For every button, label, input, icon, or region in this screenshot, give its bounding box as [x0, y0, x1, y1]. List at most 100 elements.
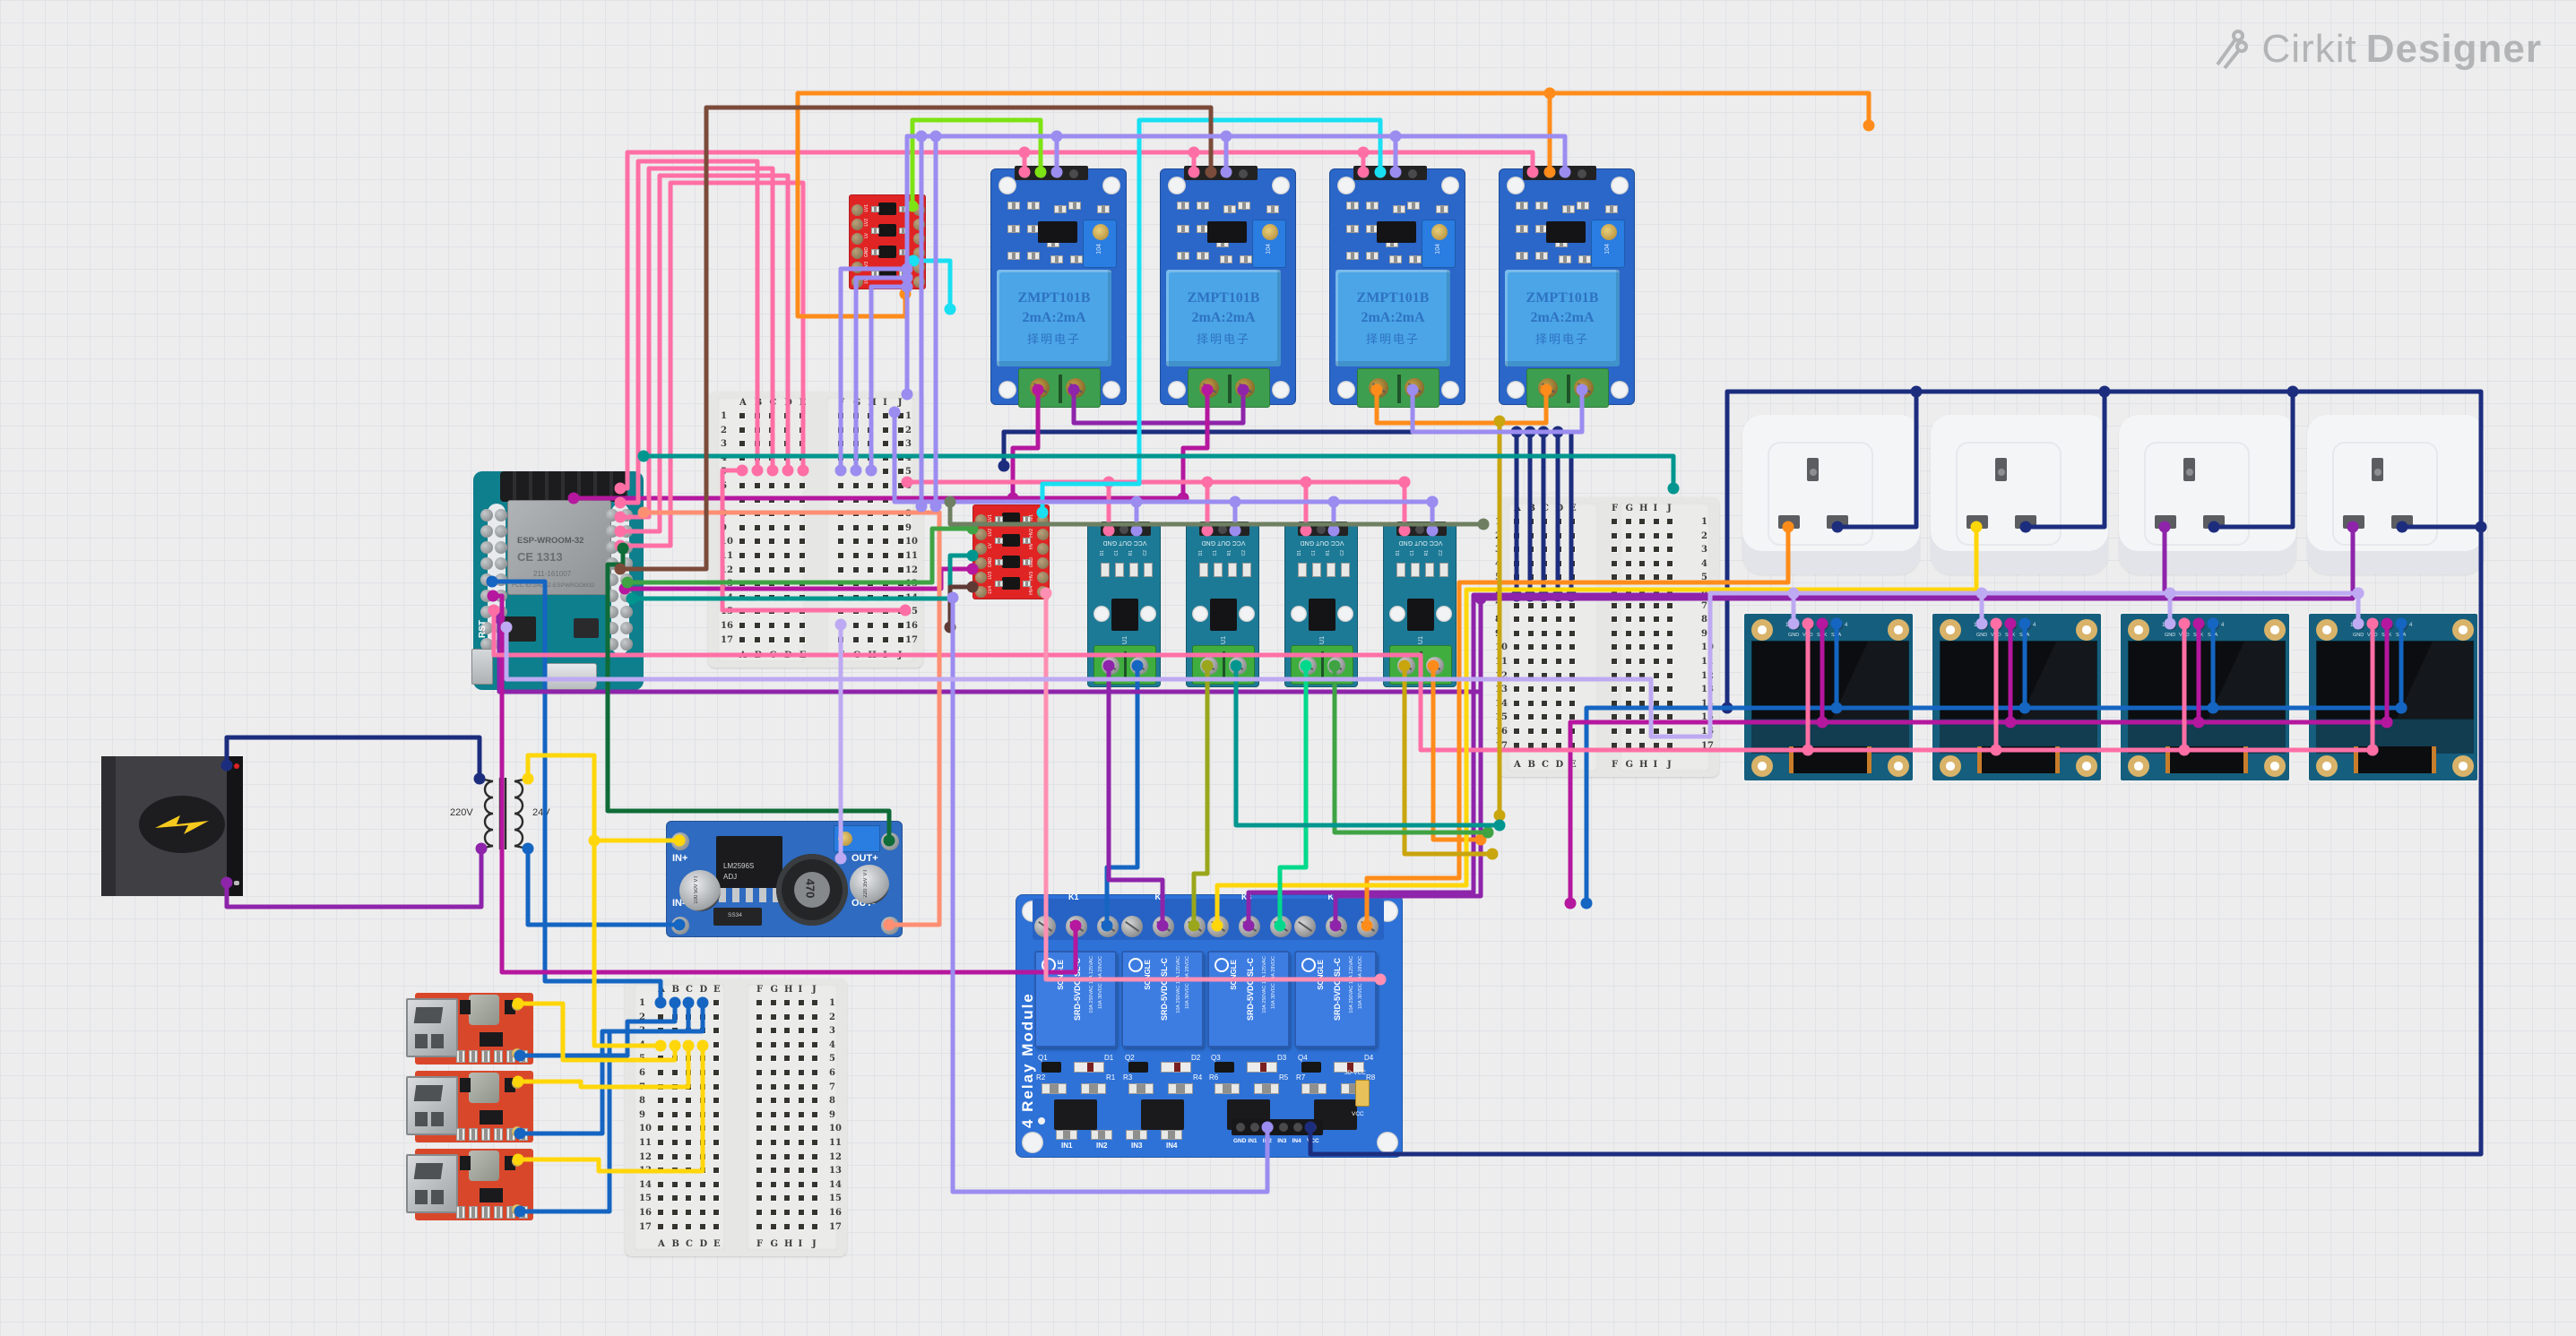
bb-hole[interactable]	[883, 539, 889, 545]
bb-hole[interactable]	[699, 1098, 705, 1104]
bb-hole[interactable]	[1555, 602, 1561, 608]
wire-endpoint[interactable]	[1580, 897, 1593, 909]
trimpot[interactable]: 104	[1083, 220, 1117, 268]
bb-hole[interactable]	[798, 1210, 804, 1215]
bb-hole[interactable]	[713, 1041, 719, 1047]
bb-hole[interactable]	[799, 511, 805, 517]
bb-hole[interactable]	[897, 539, 903, 545]
bb-hole[interactable]	[658, 1070, 663, 1075]
bb-hole[interactable]	[1653, 616, 1659, 623]
bb-hole[interactable]	[770, 1140, 776, 1145]
header-pin[interactable]	[1223, 169, 1232, 178]
relay-output-screw[interactable]	[1357, 916, 1379, 937]
bb-hole[interactable]	[1555, 714, 1561, 720]
in-minus-pad[interactable]	[671, 917, 689, 935]
bb-hole[interactable]	[1639, 644, 1645, 651]
bb-hole[interactable]	[754, 623, 760, 628]
bb-hole[interactable]	[1569, 589, 1575, 594]
wire-endpoint[interactable]	[2098, 385, 2111, 398]
bb-hole[interactable]	[1639, 686, 1645, 693]
bb-hole[interactable]	[1569, 560, 1575, 566]
bb-hole[interactable]	[1653, 630, 1659, 636]
bb-hole[interactable]	[799, 553, 805, 558]
bb-hole[interactable]	[686, 1013, 691, 1020]
control-header-pin[interactable]	[1236, 1123, 1245, 1132]
bb-hole[interactable]	[1612, 574, 1617, 581]
bb-hole[interactable]	[658, 1181, 663, 1187]
bb-hole[interactable]	[1569, 686, 1575, 693]
bb-hole[interactable]	[770, 1070, 776, 1075]
bb-hole[interactable]	[897, 524, 903, 530]
bb-hole[interactable]	[784, 1223, 790, 1229]
bb-hole[interactable]	[756, 1168, 762, 1174]
wire-endpoint[interactable]	[899, 288, 912, 300]
relay-output-screw[interactable]	[1066, 916, 1087, 937]
wire[interactable]	[1191, 663, 1210, 928]
esp32-pin[interactable]	[606, 557, 618, 570]
vout-plus-pad[interactable]	[512, 1156, 523, 1167]
bb-hole[interactable]	[1514, 547, 1519, 553]
esp32-pin[interactable]	[495, 573, 507, 586]
bb-hole[interactable]	[1612, 630, 1617, 636]
llc-lv-pin[interactable]	[975, 543, 987, 555]
esp32-pin[interactable]	[620, 638, 633, 651]
bb-hole[interactable]	[770, 1181, 776, 1187]
bb-hole[interactable]	[713, 1153, 719, 1159]
bb-hole[interactable]	[1555, 574, 1561, 581]
oled-pin-SDA[interactable]	[2210, 621, 2219, 630]
bb-hole[interactable]	[1612, 644, 1617, 651]
bb-hole[interactable]	[784, 496, 791, 503]
bb-hole[interactable]	[770, 1111, 776, 1117]
bb-hole[interactable]	[1542, 547, 1547, 553]
bb-hole[interactable]	[754, 469, 760, 475]
trimpot[interactable]: 104	[1252, 220, 1286, 268]
bb-hole[interactable]	[838, 566, 843, 573]
bb-hole[interactable]	[852, 469, 859, 475]
bb-hole[interactable]	[739, 454, 745, 461]
bb-hole[interactable]	[1569, 742, 1575, 748]
bb-hole[interactable]	[1527, 728, 1534, 734]
bb-hole[interactable]	[1569, 574, 1575, 581]
bb-hole[interactable]	[1514, 700, 1519, 706]
bb-hole[interactable]	[852, 413, 859, 418]
bb-hole[interactable]	[1569, 659, 1575, 664]
oled-pin-VDD[interactable]	[1805, 621, 1814, 630]
bb-hole[interactable]	[754, 581, 760, 587]
oled-pin-GND[interactable]	[1979, 621, 1988, 630]
bb-hole[interactable]	[739, 623, 745, 628]
bb-hole[interactable]	[799, 539, 805, 545]
bb-hole[interactable]	[1542, 560, 1547, 566]
acs712-current-sensor-1[interactable]: VCC OUT GND D1 C1 R1 C2 U1	[1087, 521, 1161, 687]
control-header-pin[interactable]	[1279, 1123, 1288, 1132]
bb-hole[interactable]	[784, 623, 791, 628]
wire-endpoint[interactable]	[1398, 476, 1411, 488]
bb-hole[interactable]	[838, 608, 843, 615]
bb-hole[interactable]	[799, 427, 805, 433]
wire-endpoint[interactable]	[1327, 496, 1340, 508]
bb-hole[interactable]	[1555, 532, 1561, 539]
bb-hole[interactable]	[812, 1140, 817, 1145]
bb-hole[interactable]	[784, 1028, 790, 1034]
bb-hole[interactable]	[838, 469, 843, 475]
bb-hole[interactable]	[1569, 714, 1575, 720]
bb-hole[interactable]	[1639, 560, 1645, 566]
bb-hole[interactable]	[754, 511, 760, 517]
bb-hole[interactable]	[838, 413, 843, 418]
usb-buck-module-3[interactable]	[406, 1149, 533, 1220]
bb-hole[interactable]	[699, 1168, 705, 1174]
oled-pin-SCK[interactable]	[2384, 621, 2393, 630]
logic-level-converter-2[interactable]: LV1 HV1 LV2 HV2 LV HV GND GND LV3	[972, 504, 1050, 599]
oled-pin-SDA[interactable]	[2022, 621, 2031, 630]
bb-hole[interactable]	[1514, 532, 1519, 539]
bb-hole[interactable]	[658, 1140, 663, 1145]
bb-hole[interactable]	[1639, 714, 1645, 720]
bb-hole[interactable]	[769, 539, 775, 545]
acs712-current-sensor-3[interactable]: VCC OUT GND D1 C1 R1 C2 U1	[1284, 521, 1358, 687]
usb-a-port[interactable]	[406, 1154, 458, 1213]
bb-hole[interactable]	[868, 636, 874, 642]
bb-hole[interactable]	[1527, 560, 1534, 566]
wire-endpoint[interactable]	[929, 500, 942, 513]
wire-endpoint[interactable]	[1177, 492, 1189, 504]
wire-endpoint[interactable]	[1102, 476, 1115, 488]
